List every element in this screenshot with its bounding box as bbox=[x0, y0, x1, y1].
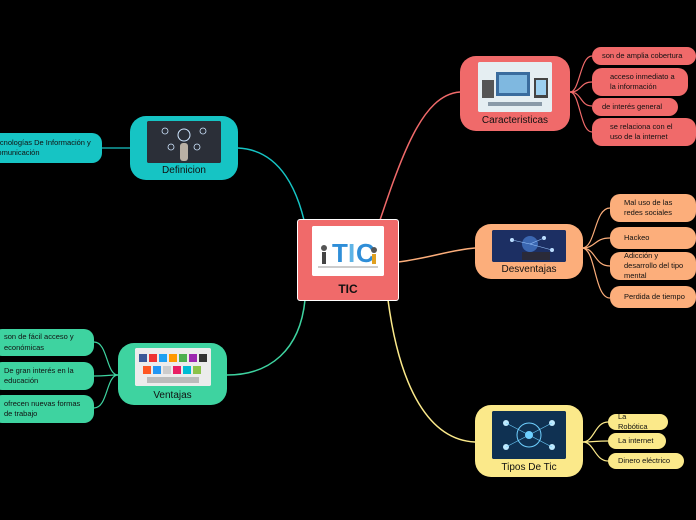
leaf-item[interactable]: son de fácil acceso y económicas bbox=[0, 329, 94, 356]
leaf-item[interactable]: Perdida de tiempo bbox=[610, 286, 696, 308]
branch-desventajas[interactable]: Desventajas bbox=[475, 224, 583, 279]
leaf-item[interactable]: Adicción y desarrollo del tipo mental bbox=[610, 251, 696, 280]
leaf-item[interactable]: Tecnologías De Información y Comunicació… bbox=[0, 133, 102, 163]
touch-network-image bbox=[147, 121, 221, 163]
branch-tipos-de-tic[interactable]: Tipos De Tic bbox=[475, 405, 583, 477]
branch-label: Desventajas bbox=[501, 264, 557, 275]
svg-text:T: T bbox=[332, 238, 348, 268]
tech-network-image bbox=[492, 411, 566, 459]
leaf-item[interactable]: De gran interés en la educación bbox=[0, 362, 94, 390]
branch-label: Definicion bbox=[162, 165, 206, 176]
branch-caracteristicas[interactable]: Caracteristicas bbox=[460, 56, 570, 131]
leaf-item[interactable]: Dinero eléctrico bbox=[608, 453, 684, 469]
leaf-item[interactable]: ofrecen nuevas formas de trabajo bbox=[0, 395, 94, 423]
center-node[interactable]: T I C TIC bbox=[297, 219, 399, 301]
leaf-item[interactable]: de interés general bbox=[592, 98, 678, 116]
leaf-item[interactable]: acceso inmediato a la información bbox=[592, 68, 688, 96]
branch-ventajas[interactable]: Ventajas bbox=[118, 343, 227, 405]
leaf-item[interactable]: se relaciona con el uso de la internet bbox=[592, 118, 696, 146]
svg-text:C: C bbox=[356, 238, 375, 268]
svg-text:I: I bbox=[348, 238, 355, 268]
networking-hands-image bbox=[492, 230, 566, 262]
branch-definicion[interactable]: Definicion bbox=[130, 116, 238, 180]
keyboard-icons-image bbox=[134, 348, 211, 386]
branch-label: Ventajas bbox=[153, 390, 192, 401]
branch-label: Caracteristicas bbox=[481, 115, 549, 126]
tic-devices-image bbox=[478, 62, 552, 112]
branch-label: Tipos De Tic bbox=[501, 462, 557, 473]
leaf-item[interactable]: Hackeo bbox=[610, 227, 696, 249]
center-label: TIC bbox=[338, 282, 358, 296]
leaf-item[interactable]: son de amplia cobertura bbox=[592, 47, 696, 65]
leaf-item[interactable]: La Robótica bbox=[608, 412, 668, 431]
leaf-item[interactable]: La internet bbox=[608, 433, 666, 449]
leaf-item[interactable]: Mal uso de las redes sociales bbox=[610, 194, 696, 222]
tic-logo-image: T I C bbox=[312, 226, 384, 276]
